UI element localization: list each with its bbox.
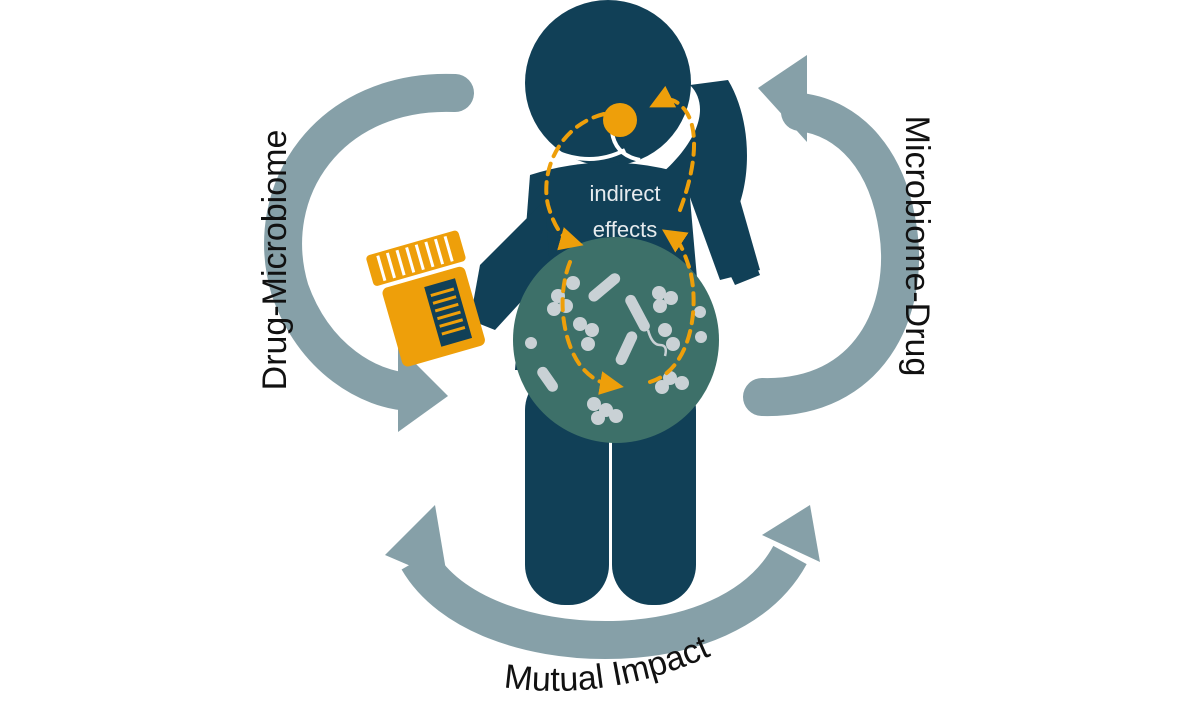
liver-node-icon [603, 103, 641, 162]
indirect-effects-line1: indirect [590, 181, 661, 206]
drug-microbiome-label: Drug-Microbiome [256, 130, 294, 391]
indirect-effects-line2: effects [593, 217, 657, 242]
microbiome-drug-label: Microbiome-Drug [898, 116, 936, 377]
indirect-effects-loops [544, 85, 696, 395]
mutual-impact-arrow [385, 505, 820, 660]
pill-bottle-icon [366, 230, 485, 367]
microbiome-drug-arrow [743, 55, 920, 417]
drug-microbiome-arrow [264, 73, 474, 432]
